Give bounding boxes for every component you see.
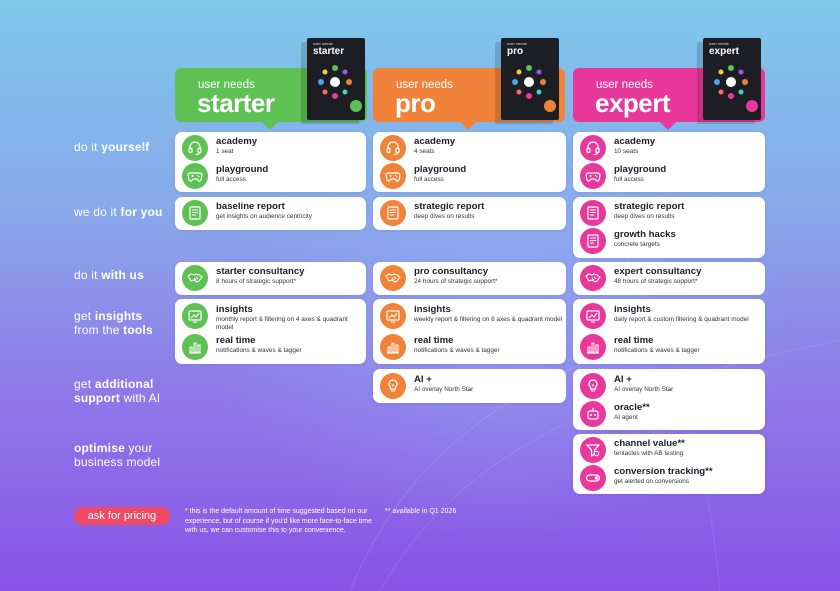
row-label-we-do-it-for-you: we do it for you bbox=[74, 205, 163, 219]
expert-for-you-card: strategic report deep dives on results g… bbox=[573, 197, 765, 258]
pro-diy-card: academy 4 seats playground full access bbox=[373, 132, 566, 192]
row-label-get-insights: get insights from the tools bbox=[74, 309, 153, 337]
pro-with-us-card: pro consultancy 24 hours of strategic su… bbox=[373, 262, 566, 295]
footnote-availability: ** available in Q1 2026 bbox=[385, 508, 457, 515]
expert-ai-card: AI + AI overlay North Star oracle** AI a… bbox=[573, 369, 765, 430]
expert-with-us-card: expert consultancy 48 hours of strategic… bbox=[573, 262, 765, 295]
feature-oracle: oracle** AI agent bbox=[580, 401, 760, 429]
handshake-icon bbox=[182, 265, 208, 291]
handshake-icon bbox=[580, 265, 606, 291]
report-icon bbox=[380, 200, 406, 226]
feature-channel-value: channel value** tentacles with AB testin… bbox=[580, 437, 760, 465]
tier-subtitle: user needs bbox=[198, 79, 255, 91]
robot-icon bbox=[580, 401, 606, 427]
chart-icon bbox=[182, 303, 208, 329]
feature-report: strategic report deep dives on results bbox=[380, 200, 560, 228]
product-box-pro: user needs pro bbox=[501, 38, 559, 120]
report-icon bbox=[580, 200, 606, 226]
tier-name: pro bbox=[395, 88, 436, 118]
toggle-icon bbox=[580, 465, 606, 491]
starter-with-us-card: starter consultancy 8 hours of strategic… bbox=[175, 262, 366, 295]
feature-conversion-tracking: conversion tracking** get alerted on con… bbox=[580, 465, 760, 493]
pro-ai-card: AI + AI overlay North Star bbox=[373, 369, 566, 403]
feature-insights: insights daily report & custom filtering… bbox=[580, 303, 760, 331]
starter-for-you-card: baseline report get insights on audience… bbox=[175, 197, 366, 230]
feature-ai-plus: AI + AI overlay North Star bbox=[580, 373, 760, 401]
headset-icon bbox=[380, 135, 406, 161]
expert-insights-card: insights daily report & custom filtering… bbox=[573, 299, 765, 364]
tier-name: starter bbox=[197, 88, 275, 118]
gamepad-icon bbox=[580, 163, 606, 189]
feature-playground: playground full access bbox=[182, 163, 362, 191]
product-box-expert: user needs expert bbox=[703, 38, 761, 120]
headset-icon bbox=[182, 135, 208, 161]
row-label-do-it-yourself: do it yourself bbox=[74, 140, 150, 154]
feature-real-time: real time notifications & waves & tagger bbox=[380, 334, 560, 362]
bar-chart-icon bbox=[580, 334, 606, 360]
handshake-icon bbox=[380, 265, 406, 291]
quadrant-graphic-icon bbox=[714, 65, 748, 99]
feature-report: strategic report deep dives on results bbox=[580, 200, 760, 228]
row-label-do-it-with-us: do it with us bbox=[74, 268, 144, 282]
feature-growth-hacks: growth hacks concrete targets bbox=[580, 228, 760, 256]
gamepad-icon bbox=[380, 163, 406, 189]
feature-academy: academy 1 seat bbox=[182, 135, 362, 163]
feature-real-time: real time notifications & waves & tagger bbox=[182, 334, 362, 362]
feature-report: baseline report get insights on audience… bbox=[182, 200, 362, 228]
tier-name: expert bbox=[595, 88, 671, 118]
badge-icon bbox=[544, 100, 556, 112]
pro-for-you-card: strategic report deep dives on results bbox=[373, 197, 566, 230]
expert-business-model-card: channel value** tentacles with AB testin… bbox=[573, 434, 765, 494]
feature-playground: playground full access bbox=[580, 163, 760, 191]
row-label-optimise-business-model: optimise your business model bbox=[74, 441, 161, 469]
quadrant-graphic-icon bbox=[318, 65, 352, 99]
headset-icon bbox=[580, 135, 606, 161]
feature-ai-plus: AI + AI overlay North Star bbox=[380, 373, 560, 401]
lightbulb-icon bbox=[580, 373, 606, 399]
starter-insights-card: insights monthly report & filtering on 4… bbox=[175, 299, 366, 364]
feature-real-time: real time notifications & waves & tagger bbox=[580, 334, 760, 362]
chart-icon bbox=[580, 303, 606, 329]
feature-insights: insights monthly report & filtering on 4… bbox=[182, 303, 362, 331]
pro-insights-card: insights weekly report & filtering on 8 … bbox=[373, 299, 566, 364]
tier-subtitle: user needs bbox=[396, 79, 453, 91]
feature-playground: playground full access bbox=[380, 163, 560, 191]
feature-consultancy: expert consultancy 48 hours of strategic… bbox=[580, 265, 760, 293]
lightbulb-icon bbox=[380, 373, 406, 399]
row-label-additional-support: get additional support with AI bbox=[74, 377, 161, 405]
feature-academy: academy 10 seats bbox=[580, 135, 760, 163]
report-icon bbox=[182, 200, 208, 226]
footnote-consultancy: * this is the default amount of time sug… bbox=[185, 508, 372, 534]
expert-diy-card: academy 10 seats playground full access bbox=[573, 132, 765, 192]
feature-consultancy: starter consultancy 8 hours of strategic… bbox=[182, 265, 362, 293]
feature-consultancy: pro consultancy 24 hours of strategic su… bbox=[380, 265, 560, 293]
product-box-starter: user needs starter bbox=[307, 38, 365, 120]
badge-icon bbox=[350, 100, 362, 112]
feature-academy: academy 4 seats bbox=[380, 135, 560, 163]
quadrant-graphic-icon bbox=[512, 65, 546, 99]
gamepad-icon bbox=[182, 163, 208, 189]
funnel-icon bbox=[580, 437, 606, 463]
feature-insights: insights weekly report & filtering on 8 … bbox=[380, 303, 562, 331]
report-icon bbox=[580, 228, 606, 254]
bar-chart-icon bbox=[182, 334, 208, 360]
starter-diy-card: academy 1 seat playground full access bbox=[175, 132, 366, 192]
bar-chart-icon bbox=[380, 334, 406, 360]
tier-subtitle: user needs bbox=[596, 79, 653, 91]
ask-for-pricing-button[interactable]: ask for pricing bbox=[74, 507, 170, 525]
chart-icon bbox=[380, 303, 406, 329]
badge-icon bbox=[746, 100, 758, 112]
